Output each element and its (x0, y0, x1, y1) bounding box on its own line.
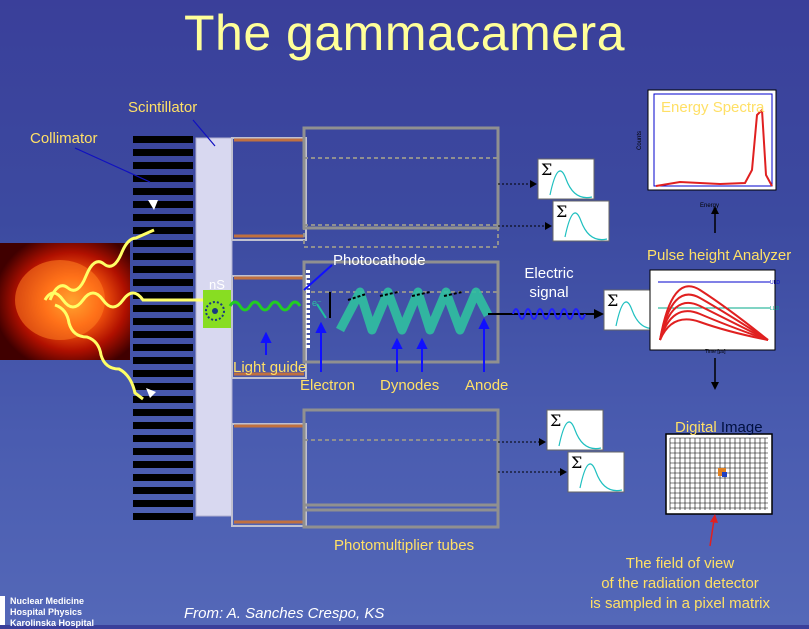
photomultiplier-tube (302, 408, 500, 512)
footer-logo-text: Nuclear Medicine Hospital Physics Karoli… (10, 596, 95, 628)
source-credit: From: A. Sanches Crespo, KS (184, 605, 385, 622)
light-guide (231, 423, 307, 527)
pulse-height-analyzer-label: Pulse height Analyzer (647, 247, 792, 264)
light-guide (231, 137, 307, 241)
collimator-septum (133, 422, 193, 429)
photomultiplier-array (231, 126, 500, 529)
gamma-rays (43, 228, 203, 401)
digital-image-grid (665, 433, 773, 515)
dynodes-label: Dynodes (380, 377, 440, 394)
collimator-septum (133, 305, 193, 312)
energy-spectra-label: Energy Spectra (661, 99, 765, 116)
collimator-septum (133, 188, 193, 195)
gamma-arrowhead-bottom (146, 388, 156, 398)
light-photon-wave (228, 300, 302, 312)
collimator-pointer (74, 147, 151, 183)
scintillator-pointer (192, 119, 216, 147)
electric-signal-wave (512, 308, 586, 320)
fov-line-1: The field of view (625, 555, 735, 572)
pulse-shapes: Σ Σ Σ Σ Σ (498, 158, 661, 493)
photocathode-label: Photocathode (333, 252, 426, 269)
collimator-septum (133, 383, 193, 390)
collimator-septum (133, 201, 193, 208)
collimator-septum (133, 461, 193, 468)
collimator-septum (133, 370, 193, 377)
collimator-septum (133, 162, 193, 169)
electron-symbol: e⁻ (312, 298, 322, 308)
collimator-septum (133, 487, 193, 494)
fov-pointer (709, 519, 715, 547)
photomultiplier-tube (302, 126, 500, 230)
uld-label: ULD (770, 280, 780, 286)
scintillator-label: Scintillator (128, 99, 198, 116)
collimator-septum (133, 266, 193, 273)
sigma-pulse-box (537, 158, 595, 200)
pha-xlabel: Time [μs] (705, 349, 726, 355)
lld-label: LLD (770, 306, 780, 312)
sigma-symbol: Σ (556, 202, 567, 221)
collimator-septum (133, 396, 193, 403)
collimator-septum (133, 474, 193, 481)
collimator-septum (133, 136, 193, 143)
collimator (133, 136, 193, 520)
electron-label: Electron (300, 377, 356, 394)
energy-xlabel: Energy (700, 203, 719, 209)
collimator-septum (133, 214, 193, 221)
label-pointers (260, 264, 490, 372)
institution-logo (0, 596, 5, 625)
collimator-septum (133, 318, 193, 325)
page-title: The gammacamera (184, 5, 625, 61)
electric-signal-label: Electric signal (524, 265, 574, 301)
sigma-symbol: Σ (550, 411, 561, 430)
pulse-height-analyzer-chart: ULD LLD Time [μs] (649, 269, 780, 355)
collimator-label: Collimator (30, 130, 98, 147)
collimator-septum (133, 435, 193, 442)
photomultiplier-tube (302, 260, 500, 364)
collimator-septum (133, 344, 193, 351)
collimator-septum (133, 448, 193, 455)
collimator-septum (133, 253, 193, 260)
fov-line-2: of the radiation detector (601, 575, 759, 592)
collimator-septum (133, 240, 193, 247)
collimator-septum (133, 513, 193, 520)
gamma-arrowhead-top (148, 200, 158, 210)
collimator-septum (133, 292, 193, 299)
sigma-symbol: Σ (607, 291, 618, 310)
ns-label: nS (209, 277, 225, 292)
anode-label: Anode (465, 377, 509, 394)
collimator-septum (133, 331, 193, 338)
collimator-septum (133, 227, 193, 234)
collimator-septum (133, 175, 193, 182)
collimator-septum (133, 149, 193, 156)
energy-spectra-chart: Counts Energy (637, 89, 777, 209)
collimator-septum (133, 357, 193, 364)
collimator-septum (133, 500, 193, 507)
collimator-septum (133, 409, 193, 416)
sigma-symbol: Σ (541, 160, 552, 179)
digital-image-label: Digital Image (675, 419, 763, 436)
collimator-septum (133, 279, 193, 286)
photomultiplier-label: Photomultiplier tubes (334, 537, 475, 554)
fov-line-3: is sampled in a pixel matrix (589, 595, 771, 612)
dynode-electron-cascade (336, 287, 492, 335)
light-guide-label: Light guide (233, 359, 307, 376)
sigma-symbol: Σ (571, 453, 582, 472)
energy-ylabel: Counts (637, 131, 643, 150)
